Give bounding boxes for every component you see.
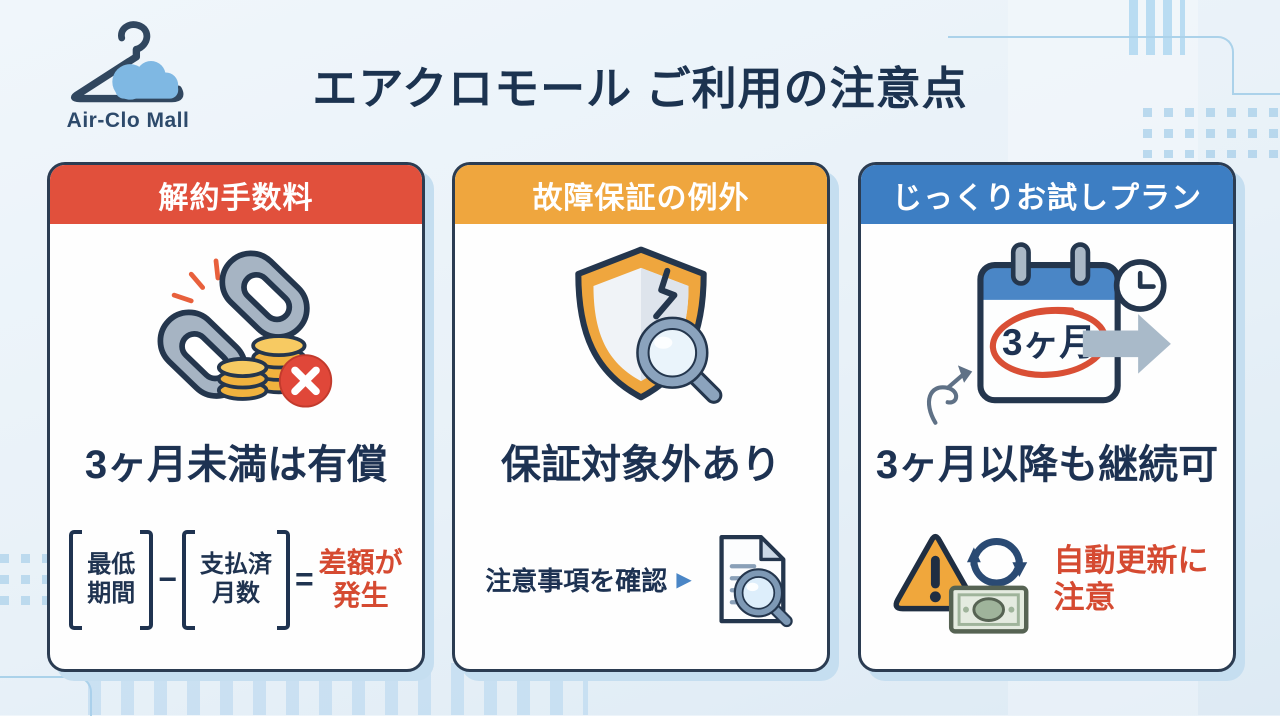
card1-headline: 3ヶ月未満は有償 <box>84 443 388 487</box>
card-trial-plan-header: じっくりお試しプラン <box>861 165 1233 224</box>
check-terms-row: 注意事項を確認 ▶ <box>485 532 796 628</box>
chain-link-upper <box>219 250 310 340</box>
magnifier <box>733 567 793 627</box>
broken-chain-coins-icon <box>157 250 333 408</box>
page-title: エアクロモール ご利用の注意点 <box>312 63 968 114</box>
crack-mark <box>653 267 678 320</box>
card3-headline: 3ヶ月以降も継続可 <box>875 443 1219 487</box>
brand-name: Air-Clo Mall <box>66 109 190 132</box>
check-terms-label: 注意事項を確認 <box>485 566 668 596</box>
banknote-icon <box>948 585 1028 634</box>
card2-note-zone: 注意事項を確認 ▶ <box>455 490 827 669</box>
equals-operator: = <box>294 561 314 597</box>
auto-renewal-note: 自動更新に 注意 <box>1053 542 1209 615</box>
card-trial-plan: じっくりお試しプラン 3ヶ月 <box>858 162 1236 672</box>
binder-ring <box>1070 242 1091 286</box>
card-cancellation-fee: 解約手数料 <box>47 162 425 672</box>
warning-refresh-banknote-icon <box>893 533 1028 634</box>
card-warranty-exception-header: 故障保証の例外 <box>455 165 827 224</box>
bracket-left <box>69 529 83 630</box>
card1-formula-zone: 最低期間 − 支払済月数 = 差額が 発生 <box>50 490 422 669</box>
magnifier <box>636 316 723 404</box>
cracked-shield-magnifier-icon <box>575 246 723 404</box>
fee-formula: 最低期間 − 支払済月数 = 差額が 発生 <box>69 529 403 630</box>
spark-lines <box>171 258 221 304</box>
curl-arrow <box>926 365 973 425</box>
formula-term-paid-months: 支払済月数 <box>181 529 290 630</box>
minus-operator: − <box>158 561 177 597</box>
calendar: 3ヶ月 <box>977 242 1121 404</box>
clock-icon <box>1113 259 1167 312</box>
continue-arrow <box>1082 314 1171 374</box>
bracket-left <box>181 529 195 630</box>
cloud-shape <box>112 60 179 100</box>
binder-ring <box>1010 242 1031 286</box>
card1-icon-zone <box>50 224 422 432</box>
card2-headline: 保証対象外あり <box>501 443 781 487</box>
hanger-cloud-icon <box>71 21 184 103</box>
decor-line-bottom-left <box>0 676 92 716</box>
bracket-right <box>140 529 154 630</box>
card-warranty-exception: 故障保証の例外 保証対象外あり 注意事項を確認 ▶ <box>452 162 830 672</box>
auto-renewal-row: 自動更新に 注意 <box>886 524 1209 636</box>
card-cancellation-fee-header: 解約手数料 <box>50 165 422 224</box>
card3-icon-zone: 3ヶ月 <box>861 224 1233 432</box>
document-magnifier-icon <box>719 534 793 627</box>
brand-logo: Air-Clo Mall <box>48 16 208 133</box>
decor-bars-top-right <box>1129 0 1185 55</box>
calendar-3months-label: 3ヶ月 <box>1002 322 1096 363</box>
card2-icon-zone <box>455 224 827 432</box>
card3-note-zone: 自動更新に 注意 <box>861 490 1233 669</box>
formula-term-minimum-period: 最低期間 <box>69 529 154 630</box>
pointer-arrow-icon: ▶ <box>676 569 692 591</box>
calendar-3months-clock-arrow-icon: 3ヶ月 <box>926 242 1171 425</box>
cancel-badge <box>278 354 333 408</box>
formula-result: 差額が 発生 <box>318 547 403 611</box>
bracket-right <box>276 529 290 630</box>
